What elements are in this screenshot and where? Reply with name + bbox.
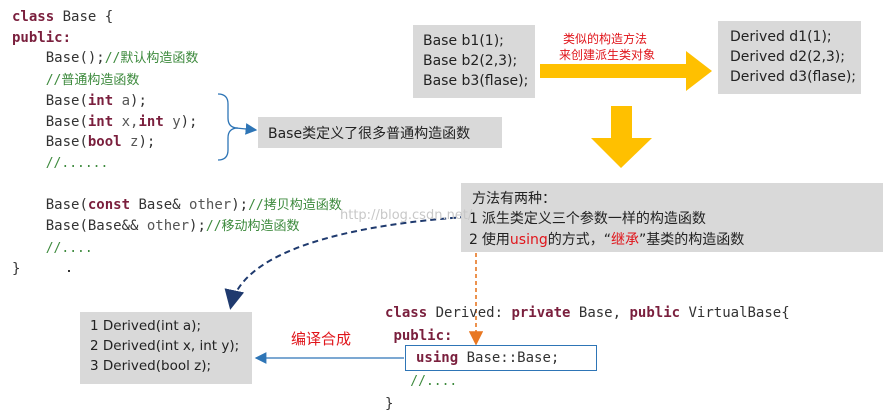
code-line: Base(int x,int y);	[45, 113, 198, 130]
derived-class-code: class Derived: private Base, public Virt…	[385, 302, 790, 416]
code-line: }	[385, 396, 394, 412]
code-line: Base(Base&& other);//移动构造函数	[45, 218, 300, 234]
navy-dashed-arrow	[224, 216, 467, 310]
using-box: using Base::Base;	[405, 345, 597, 371]
bracket-arrow	[235, 123, 258, 135]
synth-ctors-box: 1 Derived(int a); 2 Derived(int x, int y…	[80, 312, 252, 384]
arrow-label-line2: 来创建派生类对象	[559, 48, 656, 62]
orange-right-arrow	[540, 51, 712, 91]
derived-object-line: Derived d3(flase);	[730, 69, 857, 85]
base-object-line: Base b2(2,3);	[423, 53, 518, 69]
code-line: public:	[12, 29, 72, 46]
methods-title: 方法有两种：	[472, 191, 556, 207]
code-line: //....	[45, 240, 93, 256]
base-object-line: Base b3(flase);	[423, 73, 529, 89]
derived-object-line: Derived d2(2,3);	[730, 49, 845, 65]
code-line: class Derived: private Base, public Virt…	[385, 305, 790, 321]
code-line: Base(int a);	[45, 93, 147, 109]
watermark: http://blog.csdn.net/	[340, 208, 473, 223]
code-line: //普通构造函数	[45, 72, 140, 88]
code-line: public:	[393, 327, 453, 344]
synth-ctor-line: 3 Derived(bool z);	[90, 358, 212, 374]
dot-mark	[68, 270, 70, 272]
derived-objects-box: Derived d1(1); Derived d2(2,3); Derived …	[718, 21, 861, 94]
synth-ctor-line: 2 Derived(int x, int y);	[90, 338, 240, 354]
code-line: class Base {	[12, 9, 114, 25]
note-base-ctor-box: Base类定义了很多普通构造函数	[258, 117, 502, 148]
code-line: }	[12, 261, 21, 277]
derived-object-line: Derived d1(1);	[730, 29, 832, 45]
code-line: Base(bool z);	[45, 134, 156, 150]
code-line: Base(const Base& other);//拷贝构造函数	[45, 196, 342, 213]
bracket	[217, 93, 239, 161]
base-objects-box: Base b1(1); Base b2(2,3); Base b3(flase)…	[413, 25, 535, 98]
code-line: //......	[45, 155, 109, 171]
code-line: Base();//默认构造函数	[45, 50, 199, 66]
note-base-ctor-text: Base类定义了很多普通构造函数	[268, 126, 471, 142]
using-line: using Base::Base;	[416, 350, 560, 366]
compile-label: 编译合成	[291, 330, 352, 348]
orange-down-arrow	[591, 106, 652, 168]
base-class-code: class Base { public: Base();//默认构造函数 //普…	[12, 7, 342, 280]
arrow-label-line1: 类似的构造方法	[563, 32, 648, 46]
code-line: //....	[410, 373, 458, 389]
base-object-line: Base b1(1);	[423, 33, 504, 49]
synth-ctor-line: 1 Derived(int a);	[90, 318, 201, 334]
